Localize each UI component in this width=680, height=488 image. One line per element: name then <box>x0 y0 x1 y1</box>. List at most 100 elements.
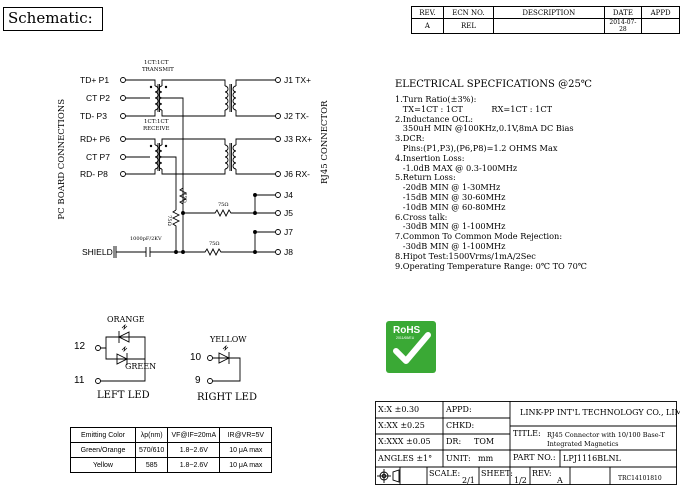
dr-name: TOM <box>474 437 495 446</box>
spec-line: 5.Return Loss: <box>395 172 456 183</box>
rev-cell-desc <box>492 18 605 34</box>
appd-label: APPD: <box>446 405 472 414</box>
title-value-2: Integrated Magnetics <box>547 440 619 448</box>
led-cell: Yellow <box>70 457 136 473</box>
dr-label: DR: <box>446 437 462 446</box>
pin-p7-circle <box>120 154 126 160</box>
unit-value: mm <box>478 454 494 463</box>
receive-ratio: 1CT:1CT <box>144 119 169 125</box>
led-pin-9: 9 <box>195 375 201 386</box>
pin-p1-circle <box>120 77 126 83</box>
spec-title: ELECTRICAL SPECFICATIONS @25℃ <box>395 79 592 90</box>
led-th-lambda: λp(nm) <box>134 427 169 443</box>
sheet-value: 1/2 <box>514 476 527 485</box>
spec-line: 350uH MIN @100KHz,0.1V,8mA DC Bias <box>395 123 574 134</box>
spec-line: Pins:(P1,P3),(P6,P8)=1.2 OHMS Max <box>395 143 558 153</box>
pin-label-j5: J5 <box>284 208 293 218</box>
led-th-vf: VF@IF=20mA <box>167 427 221 443</box>
rohs-badge <box>386 321 436 373</box>
led-th-color: Emitting Color <box>70 427 136 443</box>
part-label: PART NO.: <box>513 453 556 462</box>
spec-line: 1.Turn Ratio(±3%): <box>395 94 477 104</box>
pin-label-j6: J6 RX- <box>284 169 310 179</box>
scale-value: 2/1 <box>462 476 475 485</box>
sheet-label: SHEET: <box>481 469 513 478</box>
pin-9-circle <box>207 378 213 384</box>
rev-cell-date: 2014-07-28 <box>603 18 643 34</box>
spec-line: -15dB MIN @ 30-60MHz <box>395 192 506 202</box>
resistor-label-3: 75Ω <box>218 202 229 208</box>
led-pin-10: 10 <box>190 352 202 363</box>
spec-line: 7.Common To Common Mode Rejection: <box>395 231 563 242</box>
header-title-box <box>3 7 103 31</box>
doc-number: TRC14101810 <box>618 475 662 482</box>
diode-yellow <box>218 352 231 364</box>
shield-label: SHIELD <box>82 247 113 257</box>
pin-j6-circle <box>275 171 281 177</box>
pin-label-p8: RD- P8 <box>80 169 108 179</box>
spec-line: -10dB MIN @ 60-80MHz <box>395 201 506 212</box>
spec-line: TX=1CT : 1CT RX=1CT : 1CT <box>395 103 553 114</box>
led-cell: 1.8~2.6V <box>167 442 221 458</box>
pin-label-p7: CT P7 <box>86 152 110 162</box>
pin-j1-circle <box>275 77 281 83</box>
spec-line: -20dB MIN @ 1-30MHz <box>395 182 501 193</box>
rev-header-appd: APPD <box>641 6 680 19</box>
angles: ANGLES ±1° <box>378 454 433 463</box>
title-value-1: RJ45 Connector with 10/100 Base-T <box>547 431 665 439</box>
spec-line: 6.Cross talk: <box>395 211 448 222</box>
pin-j4-circle <box>275 192 281 198</box>
resistor-label-4: 75Ω <box>209 241 220 247</box>
left-led-title: LEFT LED <box>97 390 150 401</box>
resistor-r2 <box>171 209 181 252</box>
diode-orange <box>117 331 130 343</box>
led-pin-12: 12 <box>74 341 86 352</box>
pin-label-p6: RD+ P6 <box>80 134 110 144</box>
led-orange-label: ORANGE <box>107 315 145 324</box>
pin-label-p2: CT P2 <box>86 93 110 103</box>
spec-line: -1.0dB MAX @ 0.3-100MHz <box>395 162 518 173</box>
pin-j8-circle <box>275 249 281 255</box>
pin-label-p3: TD- P3 <box>80 111 107 121</box>
revision-table: REV. ECN NO. DESCRIPTION DATE APPD A REL… <box>411 6 680 34</box>
pin-j3-circle <box>275 136 281 142</box>
right-led-title: RIGHT LED <box>197 392 257 403</box>
pin-j2-circle <box>275 113 281 119</box>
spec-line: -30dB MIN @ 1-100MHz <box>395 241 506 251</box>
led-cell: 1.8~2.6V <box>167 457 221 473</box>
spec-line: 8.Hipot Test:1500Vrms/1mA/2Sec <box>395 250 536 261</box>
chkd-label: CHKD: <box>446 421 475 430</box>
unit-label: UNIT: <box>446 454 471 463</box>
pin-label-p1: TD+ P1 <box>80 75 110 85</box>
rev-value: A <box>557 476 563 485</box>
capacitor-label: 1000pF/2KV <box>130 236 162 242</box>
part-value: LPJ1116BLNL <box>563 454 621 463</box>
rev-cell-ecn: REL <box>442 18 494 34</box>
spec-line: 9.Operating Temperature Range: 0℃ TO 70℃ <box>395 260 587 271</box>
resistor-label-1: 75Ω <box>180 192 187 203</box>
pin-p2-circle <box>120 95 126 101</box>
pin-p6-circle <box>120 136 126 142</box>
scale-label: SCALE: <box>429 469 461 478</box>
pin-p8-circle <box>120 171 126 177</box>
pin-label-j3: J3 RX+ <box>284 134 313 144</box>
rev-cell-appd <box>641 18 680 34</box>
company-name: LINK-PP INT'L TECHNOLOGY CO., LIMITED <box>520 408 680 417</box>
led-yellow-label: YELLOW <box>210 335 247 344</box>
pin-j7-circle <box>275 229 281 235</box>
pin-label-j1: J1 TX+ <box>284 75 312 85</box>
rohs-sub: 2011/65/EU <box>396 336 415 340</box>
pin-label-j8: J8 <box>284 247 293 257</box>
page-title: Schematic: <box>8 9 93 27</box>
pin-12-circle <box>95 345 101 351</box>
led-cell: 570/610 <box>134 442 169 458</box>
tol-x: X:X ±0.30 <box>378 405 420 414</box>
pin-11-circle <box>95 378 101 384</box>
receive-label: RECEIVE <box>143 126 170 132</box>
spec-line: -30dB MIN @ 1-100MHz <box>395 221 506 232</box>
led-green-label: GREEN <box>125 362 157 371</box>
pin-label-j4: J4 <box>284 190 293 200</box>
title-label: TITLE: <box>513 429 541 438</box>
pin-p3-circle <box>120 113 126 119</box>
